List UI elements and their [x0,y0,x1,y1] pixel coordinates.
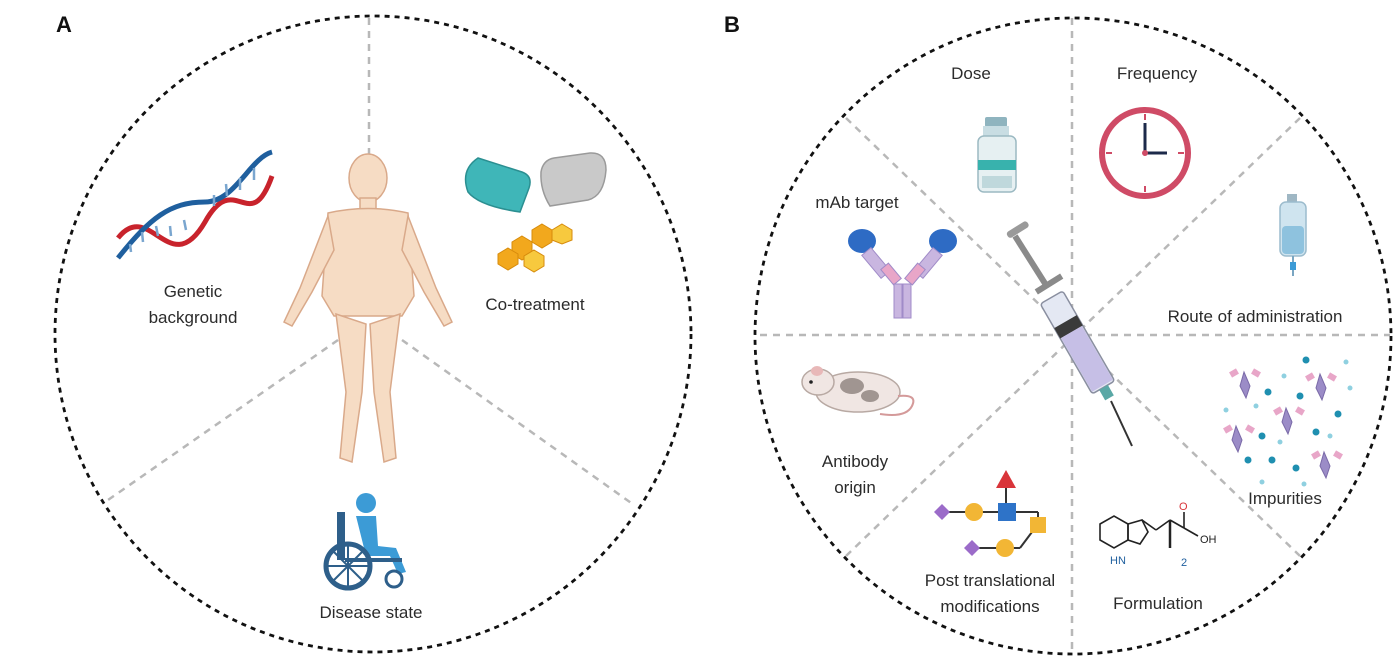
chem-hn: HN [1110,555,1126,567]
divider-a-right [401,338,635,507]
label-genetic-line2: background [149,308,238,327]
hexagon-molecule-icon [497,223,573,273]
chem-o: O [1179,501,1188,513]
chem-oh: OH [1200,534,1217,546]
chem-sub2: 2 [1181,557,1187,569]
human-body-icon [283,153,453,463]
label-antibody-line1: Antibody [822,452,889,471]
label-formulation: Formulation [1113,594,1203,613]
panel-b-circle [753,16,1393,656]
wheelchair-icon [323,493,406,591]
capsule-icon [464,152,607,213]
dna-icon [116,149,275,260]
label-antibody-line2: origin [834,478,876,497]
panel-a-circle [53,14,693,654]
mouse-icon [801,366,915,416]
clock-icon [1099,107,1191,199]
divider-a-left [107,338,339,502]
label-impurities: Impurities [1248,489,1322,508]
label-dose: Dose [951,64,991,83]
iv-bag-icon [1279,194,1307,276]
label-ptm-line1: Post translational [925,571,1055,590]
tryptophan-structure-icon [1099,512,1199,549]
panel-b-letter: B [724,12,740,37]
panel-b: B Dose Frequency [724,12,1393,656]
glycan-icon [934,470,1046,557]
label-ptm-line2: modifications [940,597,1039,616]
label-disease: Disease state [320,603,423,622]
label-mab-target: mAb target [815,193,898,212]
impurities-icon [1223,356,1353,487]
vial-icon [977,117,1017,193]
antibody-icon [848,229,957,319]
label-genetic-line1: Genetic [164,282,223,301]
label-route: Route of administration [1168,307,1343,326]
label-cotreatment: Co-treatment [485,295,584,314]
panel-a: A Genetic background [53,12,693,654]
panel-a-letter: A [56,12,72,37]
syringe-icon [1006,221,1133,447]
label-frequency: Frequency [1117,64,1198,83]
